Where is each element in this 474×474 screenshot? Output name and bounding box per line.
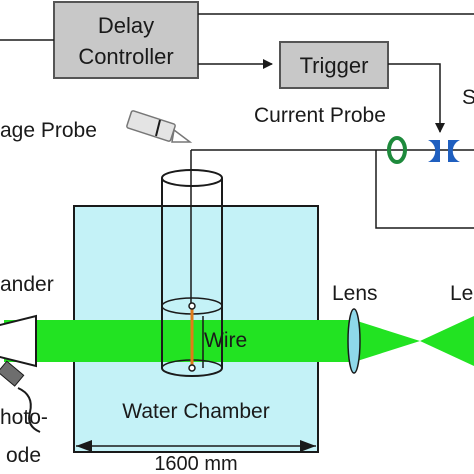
voltage-probe-icon [126,110,193,143]
wire-cylinder [161,169,223,377]
beam-expander-label: ander [0,273,54,296]
photodiode-label-2: ode [6,444,41,467]
current-probe-ring [387,136,407,164]
voltage-probe-label: age Probe [0,119,97,142]
wire-label: Wire [204,329,247,352]
signal-lines [0,13,474,229]
laser-beam-main [4,320,420,362]
spark-switch-icon [428,140,460,162]
delay-controller-label-1: Delay [98,13,154,38]
dimension-line [76,440,316,452]
lens-center-label: Lens [332,282,378,305]
lens-center [347,308,361,374]
photodiode-label-1: hoto- [0,406,48,429]
beam-expander [0,314,37,368]
lens-right-label: Le [450,282,473,305]
current-probe-label: Current Probe [254,104,386,127]
delay-controller-label-2: Controller [78,44,173,69]
photodiode-icon [0,360,41,433]
dimension-label: 1600 mm [154,453,237,474]
trigger-label: Trigger [300,53,369,78]
laser-beam-right [420,316,474,366]
water-chamber-label: Water Chamber [122,400,269,423]
switch-label: S [462,86,474,109]
trigger-box [279,41,389,89]
